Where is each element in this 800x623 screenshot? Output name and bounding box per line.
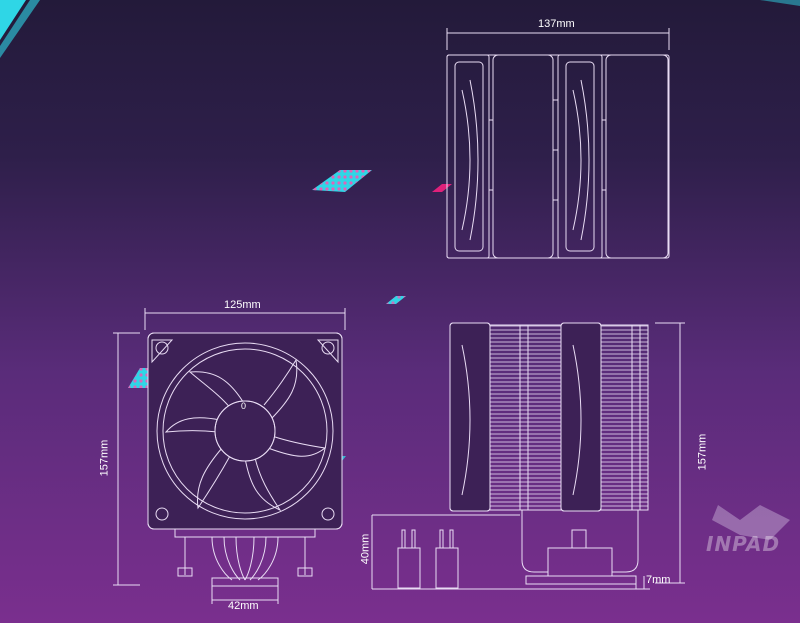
dimension-front-width: 125mm <box>224 299 261 311</box>
fan-hub-label: 0 <box>241 401 247 411</box>
front-view <box>113 308 346 604</box>
side-view <box>371 322 685 590</box>
top-view <box>446 28 670 259</box>
decor-tile-1 <box>312 170 372 192</box>
dimension-offset: 7mm <box>646 574 671 586</box>
dimension-ram-clearance: 40mm <box>359 533 372 565</box>
dimension-front-height: 157mm <box>98 439 111 477</box>
dimension-top-width: 137mm <box>538 18 575 30</box>
dimension-side-height: 157mm <box>696 433 709 471</box>
decor-tile-2 <box>432 184 452 192</box>
corner-accent <box>0 0 800 58</box>
fan-blades <box>164 358 327 512</box>
decor-tile-3 <box>386 296 406 304</box>
watermark-text: INPAD <box>706 532 781 556</box>
dimension-base-width: 42mm <box>228 600 259 612</box>
watermark-logo <box>712 505 790 540</box>
